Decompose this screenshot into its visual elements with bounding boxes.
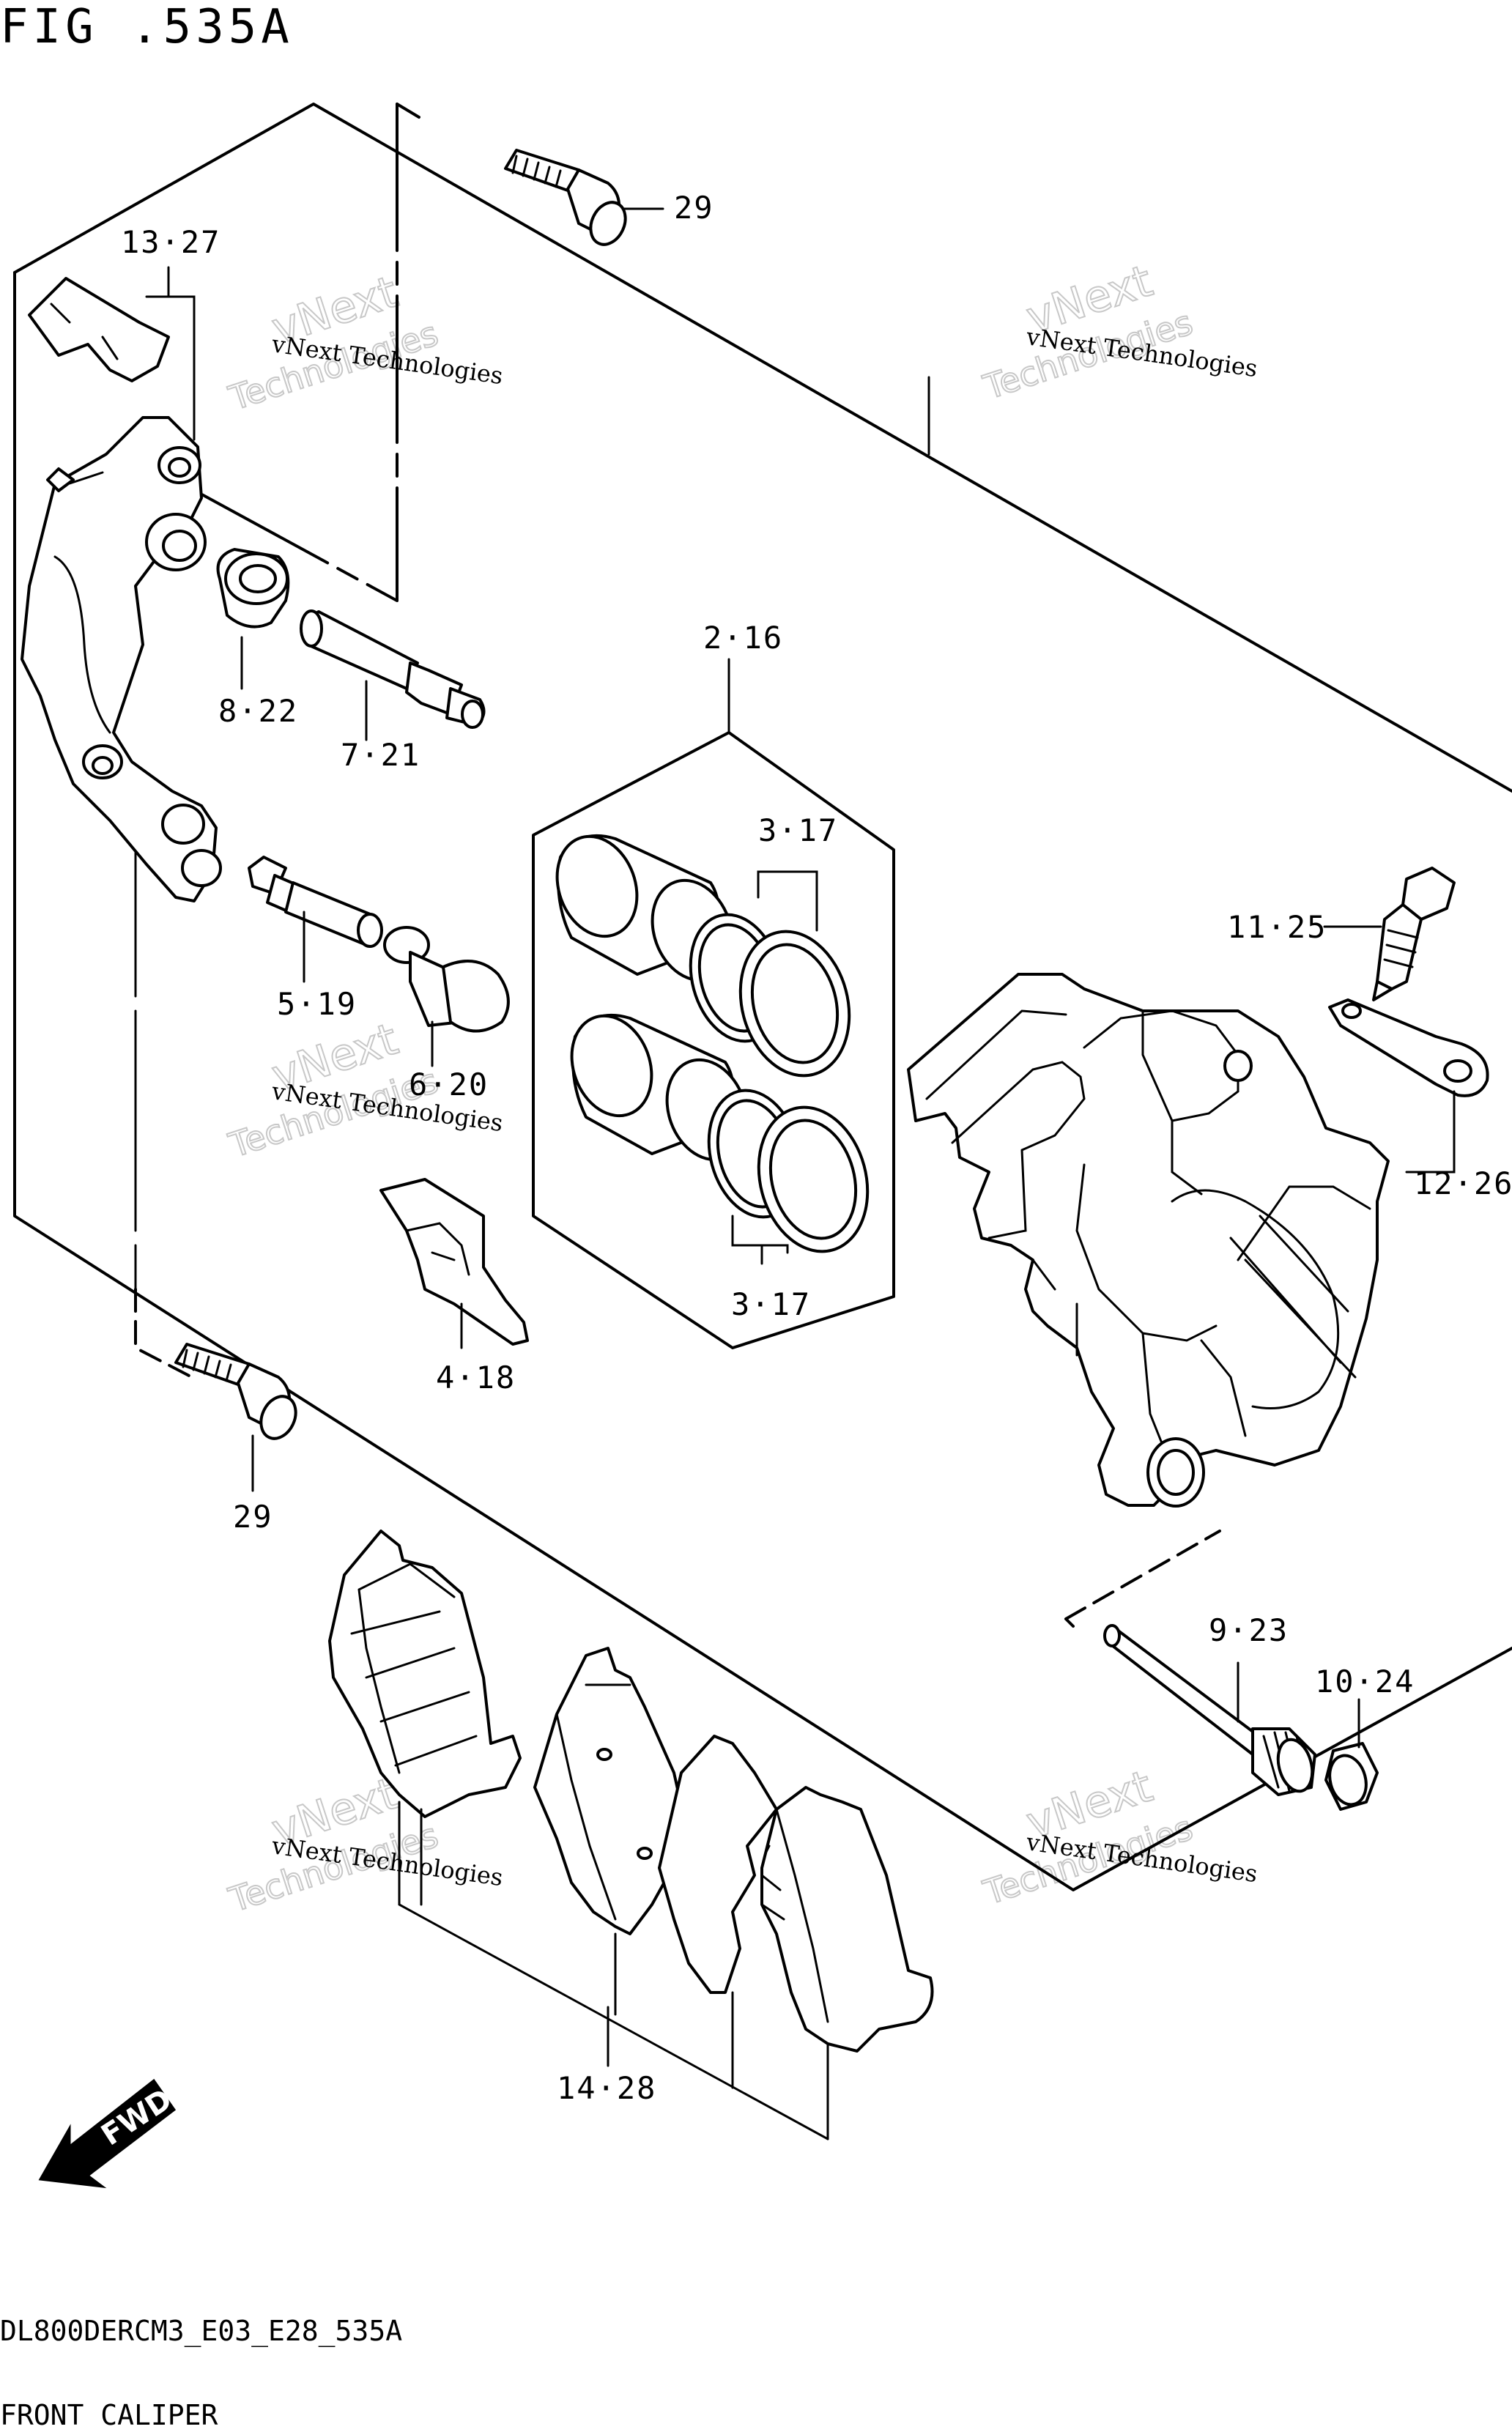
label-seal-bottom: 3·17	[731, 1286, 811, 1322]
pad-pin	[1103, 1624, 1316, 1796]
piston-lower	[570, 1013, 749, 1162]
bracket-clip	[28, 266, 196, 441]
label-pin-lower: 5·19	[277, 986, 357, 1022]
label-seal-top: 3·17	[758, 812, 838, 848]
bleeder-cap	[1328, 998, 1489, 1174]
pin-lower	[248, 856, 383, 983]
brake-pad-inner-right	[760, 1786, 934, 2140]
label-pads: 14·28	[557, 2070, 656, 2106]
figure-title: FIG .535A	[0, 0, 294, 54]
figure-code: DL800DERCM3_E03_E28_535A	[0, 2315, 402, 2348]
bolt-bottom	[174, 1343, 297, 1492]
watermark-2: vNext Technologies vNext Technologies	[978, 255, 1259, 408]
brake-pad-middle	[658, 1735, 778, 2089]
pin-upper	[300, 609, 486, 741]
piston-set-box	[532, 658, 895, 1349]
label-pin-upper: 7·21	[341, 737, 420, 773]
label-boot-lower: 6·20	[409, 1067, 489, 1102]
boot-upper	[216, 548, 290, 690]
label-boot: 8·22	[218, 693, 298, 729]
watermark-6: vNext Technologies vNext Technologies	[978, 1760, 1259, 1913]
label-pad-pin: 9·23	[1209, 1612, 1289, 1648]
bracket-group-outline	[134, 103, 420, 1379]
seal-lower	[707, 1089, 870, 1265]
seal-upper	[689, 870, 851, 1078]
label-pad-pin-plug: 10·24	[1315, 1664, 1415, 1699]
label-bracket-clip: 13·27	[121, 224, 220, 260]
label-bleeder-cap: 12·26	[1414, 1165, 1512, 1201]
fwd-arrow-icon: FWD	[38, 2078, 178, 2189]
label-bolt-top: 29	[674, 190, 714, 226]
label-piston-set: 2·16	[703, 620, 783, 656]
caliper-body	[907, 973, 1390, 1508]
label-bleeder: 11·25	[1227, 909, 1327, 945]
pad-spring	[379, 1178, 529, 1349]
brake-pad-outer-left	[328, 1530, 522, 1906]
pads-bracket	[398, 1801, 829, 2140]
pad-pin-plug	[1324, 1698, 1379, 1811]
label-spring: 4·18	[436, 1360, 516, 1395]
bolt-top	[504, 149, 664, 246]
bleeder-valve	[1323, 867, 1456, 1001]
brake-pad-inner-left	[533, 1647, 690, 2016]
watermark-1: vNext Technologies vNext Technologies	[223, 266, 505, 419]
figure-caption: FRONT CALIPER	[0, 2399, 218, 2431]
boot-lower	[383, 926, 510, 1067]
caliper-bracket	[21, 416, 222, 902]
label-bolt-bottom: 29	[233, 1499, 273, 1535]
